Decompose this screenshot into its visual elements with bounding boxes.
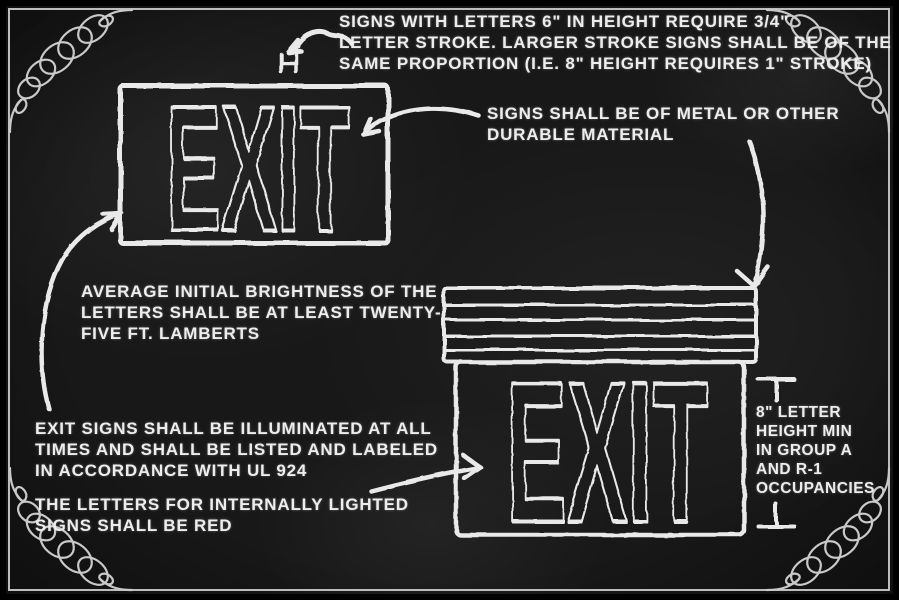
corner-flourish-top-left (8, 8, 134, 134)
note-line: 8" LETTER (756, 404, 842, 421)
note-line: HEIGHT MIN (756, 423, 853, 440)
exit-sign-2-body (453, 359, 747, 538)
note-letter-height: 8" LETTER HEIGHT MIN IN GROUP A AND R-1 … (756, 403, 875, 498)
silver-frame-border (8, 8, 890, 591)
note-line: SIGNS WITH LETTERS 6" IN HEIGHT REQUIRE … (339, 12, 789, 31)
note-line: LETTERS SHALL BE AT LEAST TWENTY- (81, 303, 442, 322)
stroke-width-marker (279, 52, 298, 74)
note-line: LETTER STROKE. LARGER STROKE SIGNS SHALL… (339, 33, 892, 52)
note-line: SAME PROPORTION (I.E. 8" HEIGHT REQUIRES… (339, 54, 872, 73)
exit-sign-1: EXIT (117, 67, 391, 270)
exit-sign-1-label: EXIT (166, 69, 350, 268)
note-red-letters: THE LETTERS FOR INTERNALLY LIGHTED SIGNS… (35, 494, 409, 536)
exit-sign-1-frame (117, 83, 391, 246)
note-line: TIMES AND SHALL BE LISTED AND LABELED (35, 440, 438, 459)
arrow-red-letters-to-sign2 (368, 464, 483, 494)
note-line: SIGNS SHALL BE RED (35, 516, 233, 535)
note-line: OCCUPANCIES (756, 480, 875, 497)
note-line: EXIT SIGNS SHALL BE ILLUMINATED AT ALL (35, 419, 432, 438)
note-line: IN GROUP A (756, 442, 853, 459)
note-line: SIGNS SHALL BE OF METAL OR OTHER (487, 104, 840, 123)
note-durable-material: SIGNS SHALL BE OF METAL OR OTHER DURABLE… (487, 103, 839, 145)
letter-height-dimension-bottom-tick (756, 502, 796, 528)
note-line: AVERAGE INITIAL BRIGHTNESS OF THE (81, 282, 438, 301)
arrow-stroke-note-head (285, 37, 304, 55)
exit-sign-2: EXIT (442, 286, 758, 566)
arrow-illumination-to-sign1 (39, 210, 124, 412)
note-line: FIVE FT. LAMBERTS (81, 324, 260, 343)
note-line: DURABLE MATERIAL (487, 125, 675, 144)
exit-sign-2-label: EXIT (506, 341, 708, 564)
exit-sign-2-louver-lines (444, 303, 756, 352)
note-line: AND R-1 (756, 461, 823, 478)
note-brightness: AVERAGE INITIAL BRIGHTNESS OF THE LETTER… (81, 281, 441, 344)
note-letter-stroke: SIGNS WITH LETTERS 6" IN HEIGHT REQUIRE … (339, 11, 892, 74)
note-line: IN ACCORDANCE WITH UL 924 (35, 461, 308, 480)
note-line: THE LETTERS FOR INTERNALLY LIGHTED (35, 495, 409, 514)
letter-height-dimension-top-tick (756, 377, 796, 402)
arrow-material-to-sign1 (361, 106, 482, 138)
note-illumination: EXIT SIGNS SHALL BE ILLUMINATED AT ALL T… (35, 418, 438, 481)
arrow-illumination-head (100, 210, 124, 232)
arrow-material-to-sign2 (746, 138, 766, 289)
arrow-material-sign2-head (734, 264, 771, 289)
arrow-red-letters-head (460, 452, 483, 481)
arrow-material-head (361, 116, 383, 138)
